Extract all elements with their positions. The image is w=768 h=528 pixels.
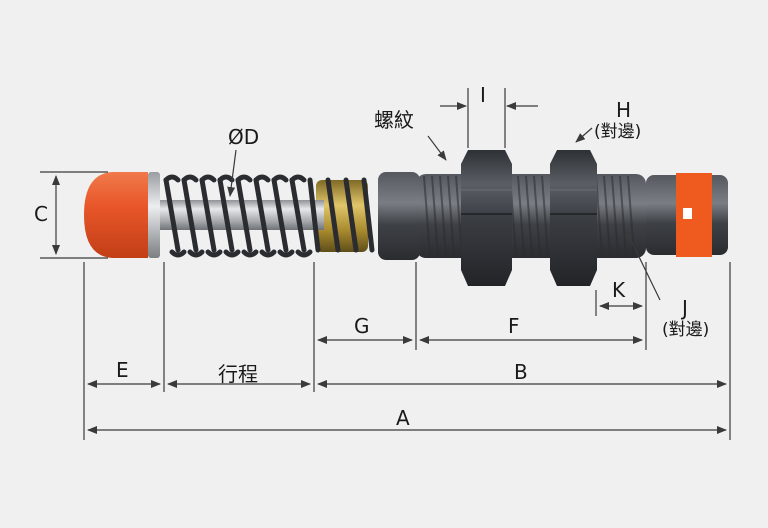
coil-spring	[163, 174, 375, 258]
dim-label-c: C	[34, 202, 48, 226]
hex-nut-front	[461, 150, 512, 286]
dim-label-g: G	[354, 314, 370, 338]
dim-label-j-across-flats: (對邊)	[662, 320, 710, 340]
dim-label-stroke: 行程	[218, 362, 258, 386]
dim-label-h-across-flats: (對邊)	[594, 122, 642, 142]
thread-label: 螺紋	[374, 108, 414, 132]
dim-label-a: A	[396, 406, 410, 430]
dim-label-od: ØD	[228, 125, 260, 149]
label-band	[676, 173, 712, 257]
shock-absorber	[84, 150, 728, 286]
dim-label-f: F	[508, 314, 520, 338]
dimension-lines	[40, 88, 731, 440]
cjac-logo	[683, 208, 692, 219]
dim-label-i: I	[480, 83, 486, 107]
dim-label-b: B	[514, 360, 528, 384]
dim-label-h: H	[616, 98, 632, 122]
orange-cap	[84, 172, 148, 258]
dim-label-e: E	[116, 358, 129, 382]
dim-label-k: K	[612, 278, 626, 302]
front-collar	[378, 172, 420, 260]
hex-nut-rear	[550, 150, 597, 286]
guide-ring	[148, 172, 160, 258]
dim-label-j: J	[682, 296, 688, 320]
